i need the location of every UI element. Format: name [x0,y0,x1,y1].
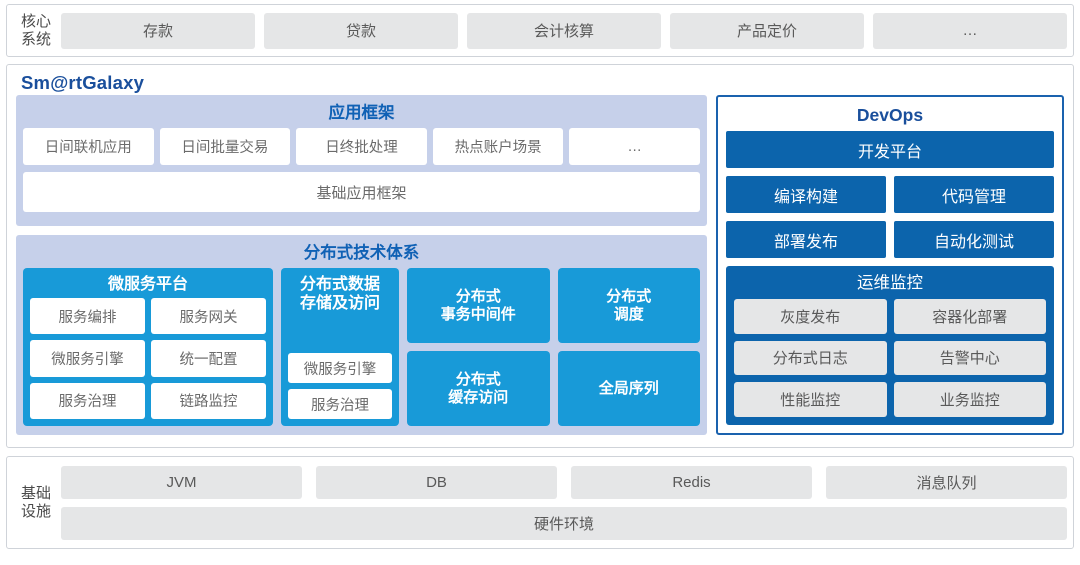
ops-monitoring-item[interactable]: 分布式日志 [734,340,887,376]
infrastructure-item[interactable]: DB [316,465,557,499]
application-framework-title: 应用框架 [328,104,395,122]
core-systems-label-line1: 核心 [20,12,51,30]
devops-item[interactable]: 代码管理 [894,176,1054,213]
microservice-item[interactable]: 服务治理 [30,382,145,419]
distributed-transaction-line1: 分布式 [455,287,501,305]
microservice-platform-items: 服务编排 服务网关 微服务引擎 统一配置 服务治理 链路监控 [30,298,266,419]
distributed-transaction-card[interactable]: 分布式 事务中间件 [407,268,550,343]
ops-monitoring-item[interactable]: 容器化部署 [893,299,1046,334]
infrastructure-item[interactable]: JVM [61,465,302,499]
devops-platform-row: 开发平台 [726,131,1054,168]
core-systems-row: 核心 系统 存款 贷款 会计核算 产品定价 … [6,4,1074,57]
ops-monitoring-item[interactable]: 灰度发布 [734,299,887,334]
core-system-more-icon[interactable]: … [873,12,1067,49]
core-systems-label: 核心 系统 [11,13,61,48]
base-application-framework[interactable]: 基础应用框架 [23,172,700,212]
distributed-cache-line2: 缓存访问 [448,388,509,406]
distributed-schedule-line2: 调度 [613,305,644,323]
app-framework-item[interactable]: 热点账户场景 [432,128,564,165]
devops-item[interactable]: 编译构建 [726,176,886,213]
core-systems-items: 存款 贷款 会计核算 产品定价 … [61,12,1067,49]
app-framework-item[interactable]: 日间批量交易 [159,128,291,165]
panel-body: 应用框架 日间联机应用 日间批量交易 日终批处理 热点账户场景 … 基础应用框架… [16,95,1064,435]
microservice-platform-title: 微服务平台 [107,276,188,293]
devops-title: DevOps [856,105,924,125]
global-sequence-line1: 全局序列 [598,379,659,397]
base-application-framework-row: 基础应用框架 [23,172,700,212]
core-system-item[interactable]: 产品定价 [670,12,864,49]
microservice-item[interactable]: 链路监控 [151,382,266,419]
microservice-item[interactable]: 服务网关 [151,298,266,335]
distributed-cache-line1: 分布式 [455,370,501,388]
app-framework-item[interactable]: 日终批处理 [296,128,427,165]
distributed-technology-columns: 微服务平台 服务编排 服务网关 微服务引擎 统一配置 服务治理 链路监控 [23,268,700,426]
infrastructure-item[interactable]: 消息队列 [826,465,1067,499]
distributed-technology-title: 分布式技术体系 [303,244,420,262]
global-sequence-card[interactable]: 全局序列 [557,351,700,426]
distributed-schedule-card[interactable]: 分布式 调度 [557,268,700,343]
distributed-storage-title-line1: 分布式数据 [299,276,380,293]
devops-panel: DevOps 开发平台 编译构建 代码管理 部署发布 自动化测试 运维监控 灰度… [716,95,1064,435]
distributed-schedule-line1: 分布式 [606,287,652,305]
ops-monitoring-item[interactable]: 业务监控 [893,382,1046,417]
ops-monitoring-box: 运维监控 灰度发布 容器化部署 分布式日志 告警中心 性能监控 业务监控 [726,266,1054,425]
application-framework-section: 应用框架 日间联机应用 日间批量交易 日终批处理 热点账户场景 … 基础应用框架 [16,95,707,226]
infrastructure-item[interactable]: Redis [571,465,812,499]
distributed-storage-title-line2: 存储及访问 [299,295,380,313]
brand-title: Sm@rtGalaxy [21,72,145,93]
core-system-item[interactable]: 会计核算 [467,12,661,49]
distributed-storage-item[interactable]: 服务治理 [288,389,392,419]
microservice-platform-card[interactable]: 微服务平台 服务编排 服务网关 微服务引擎 统一配置 服务治理 链路监控 [23,268,273,426]
hardware-environment-row: 硬件环境 [61,506,1067,540]
devops-platform-item[interactable]: 开发平台 [726,131,1054,168]
distributed-storage-card[interactable]: 分布式数据 存储及访问 微服务引擎 服务治理 [281,268,399,426]
distributed-transaction-column: 分布式 事务中间件 分布式 缓存访问 [407,268,550,426]
infrastructure-label-line2: 设施 [20,502,51,520]
devops-item[interactable]: 自动化测试 [894,221,1054,258]
core-system-item[interactable]: 贷款 [264,12,458,49]
devops-item[interactable]: 部署发布 [726,221,886,258]
ops-monitoring-item[interactable]: 性能监控 [734,382,887,417]
distributed-storage-items: 微服务引擎 服务治理 [288,317,392,419]
app-framework-more-icon[interactable]: … [569,128,700,165]
devops-items-grid: 编译构建 代码管理 部署发布 自动化测试 [726,176,1054,258]
distributed-cache-card[interactable]: 分布式 缓存访问 [407,351,550,426]
infrastructure-label-line1: 基础 [20,484,51,502]
hardware-environment[interactable]: 硬件环境 [61,506,1067,540]
smartgalaxy-panel: Sm@rtGalaxy 应用框架 日间联机应用 日间批量交易 日终批处理 热点账… [6,64,1074,448]
distributed-storage-title: 分布式数据 存储及访问 [288,273,392,317]
infrastructure-label: 基础 设施 [11,485,61,520]
core-systems-label-line2: 系统 [20,30,51,48]
core-system-item[interactable]: 存款 [61,12,255,49]
infrastructure-items: JVM DB Redis 消息队列 [61,465,1067,499]
ops-monitoring-item[interactable]: 告警中心 [893,340,1046,376]
distributed-schedule-column: 分布式 调度 全局序列 [557,268,700,426]
app-framework-item[interactable]: 日间联机应用 [23,128,154,165]
microservice-item[interactable]: 微服务引擎 [30,340,145,377]
ops-monitoring-title: 运维监控 [857,274,923,292]
microservice-item[interactable]: 统一配置 [151,340,266,377]
infrastructure-row: 基础 设施 JVM DB Redis 消息队列 硬件环境 [6,456,1074,549]
distributed-technology-section: 分布式技术体系 微服务平台 服务编排 服务网关 微服务引擎 统一配置 服务治理 [16,235,707,435]
distributed-storage-item[interactable]: 微服务引擎 [288,353,392,383]
ops-monitoring-items: 灰度发布 容器化部署 分布式日志 告警中心 性能监控 业务监控 [734,299,1046,417]
distributed-transaction-line2: 事务中间件 [440,305,516,323]
application-framework-items: 日间联机应用 日间批量交易 日终批处理 热点账户场景 … [23,128,700,165]
infrastructure-content: JVM DB Redis 消息队列 硬件环境 [61,465,1067,540]
platform-left-column: 应用框架 日间联机应用 日间批量交易 日终批处理 热点账户场景 … 基础应用框架… [16,95,707,435]
microservice-item[interactable]: 服务编排 [30,298,145,335]
devops-column: DevOps 开发平台 编译构建 代码管理 部署发布 自动化测试 运维监控 灰度… [716,95,1064,435]
